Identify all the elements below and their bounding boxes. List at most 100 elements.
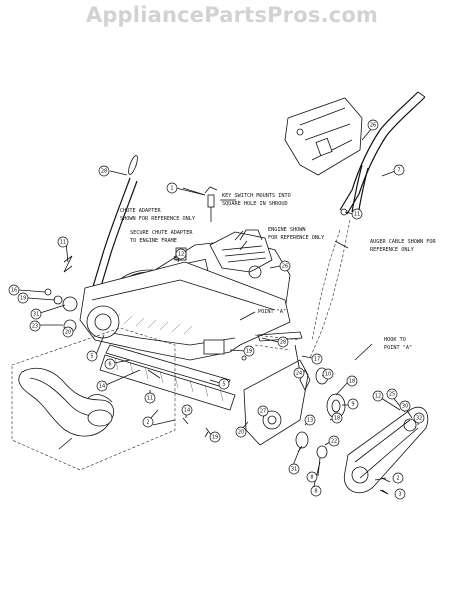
callout-circle: [98, 165, 110, 177]
callout-number: 28: [280, 339, 286, 345]
note-hook-line1: HOOK TO: [384, 337, 406, 343]
callout-number: 22: [331, 438, 337, 444]
callout-circle: [347, 398, 359, 410]
callout-circle: [29, 320, 41, 332]
reference-outline: [11, 229, 341, 471]
callout-number: 32: [416, 415, 422, 421]
callout-number: 6: [108, 361, 111, 367]
callout-circle: [367, 119, 379, 131]
note-point-a: POINT "A": [258, 309, 286, 315]
callout-number: 11: [147, 395, 153, 401]
note-key-switch-line2: SQUARE HOLE IN SHROUD: [222, 201, 288, 207]
callout-number: 12: [375, 393, 381, 399]
note-hook-line2: POINT "A": [384, 345, 412, 351]
lower-handle-right: [340, 164, 369, 216]
callout-number: 16: [11, 287, 17, 293]
callout-circle: [306, 471, 318, 483]
callout-circle: [311, 353, 323, 365]
callout-circle: [181, 404, 193, 416]
callout-number: 26: [370, 122, 376, 128]
note-chute-adapter-line2: SHOWN FOR REFERENCE ONLY: [120, 216, 196, 222]
callout-number: 17: [314, 356, 320, 362]
note-auger-cable-line2: REFERENCE ONLY: [370, 247, 415, 253]
callout-bubbles: 2671128112112616193123205281961724514112…: [8, 119, 425, 500]
callout-circle: [310, 485, 322, 497]
callout-number: 24: [296, 370, 302, 376]
site-watermark: AppliancePartsPros.com: [85, 3, 379, 27]
note-chute-adapter-line1: CHUTE ADAPTER: [120, 208, 161, 214]
callout-circle: [394, 488, 406, 500]
callout-number: 2: [146, 419, 149, 425]
callout-number: 14: [99, 383, 105, 389]
callout-number: 28: [101, 168, 107, 174]
callout-number: 1: [170, 185, 173, 191]
callout-circle: [175, 248, 187, 260]
callout-number: 19: [212, 434, 218, 440]
control-panel-bracket: [284, 97, 363, 176]
callout-number: 31: [33, 311, 39, 317]
callout-circle: [17, 292, 29, 304]
callout-circle: [372, 390, 384, 402]
callout-circle: [304, 414, 316, 426]
callout-circle: [62, 326, 74, 338]
callout-circle: [277, 336, 289, 348]
callout-number: 30: [402, 403, 408, 409]
callout-circle: [386, 388, 398, 400]
callout-circle: [257, 405, 269, 417]
callout-circle: [288, 463, 300, 475]
auger-blade: [18, 367, 114, 437]
callout-number: 18: [349, 378, 355, 384]
callout-circle: [322, 368, 334, 380]
callout-number: 18: [334, 415, 340, 421]
callout-number: 25: [389, 391, 395, 397]
callout-circle: [328, 435, 340, 447]
note-key-switch-line1: KEY SWITCH MOUNTS INTO: [222, 193, 291, 199]
callout-number: 12: [178, 251, 184, 257]
gear-cover: [243, 359, 309, 446]
lower-handle-left: [91, 155, 138, 294]
callout-number: 11: [354, 211, 360, 217]
callout-number: 13: [307, 417, 313, 423]
callout-number: 8: [310, 474, 313, 480]
note-engine-line1: ENGINE SHOWN: [268, 227, 305, 233]
callout-circle: [209, 431, 221, 443]
callout-circle: [331, 412, 343, 424]
callout-number: 2: [396, 475, 399, 481]
callout-number: 20: [65, 329, 71, 335]
callout-circle: [30, 308, 42, 320]
callout-number: 19: [246, 348, 252, 354]
callout-circle: [96, 380, 108, 392]
callout-circle: [293, 367, 305, 379]
callout-circle: [279, 260, 291, 272]
callout-number: 8: [314, 488, 317, 494]
note-auger-cable-line1: AUGER CABLE SHOWN FOR: [370, 239, 436, 245]
callout-number: 5: [222, 381, 225, 387]
callout-circle: [413, 412, 425, 424]
callout-circle: [86, 350, 98, 362]
callout-circle: [57, 236, 69, 248]
callout-circle: [218, 378, 230, 390]
note-secure-chute-line1: SECURE CHUTE ADAPTER: [130, 230, 193, 236]
callout-number: 23: [32, 323, 38, 329]
callout-circle: [351, 208, 363, 220]
callout-circle: [393, 164, 405, 176]
callout-circle: [142, 416, 154, 428]
callout-circle: [104, 358, 116, 370]
callout-circle: [8, 284, 20, 296]
callout-number: 3: [398, 491, 401, 497]
callout-circle: [346, 375, 358, 387]
callout-number: 7: [397, 167, 400, 173]
callout-number: 20: [238, 429, 244, 435]
callout-number: 10: [325, 371, 331, 377]
scraper-bar: [99, 344, 236, 411]
note-secure-chute-line2: TO ENGINE FRAME: [130, 238, 177, 244]
callout-number: 19: [20, 295, 26, 301]
callout-number: 11: [60, 239, 66, 245]
upper-handle: [339, 91, 426, 215]
callout-number: 31: [291, 466, 297, 472]
auger-cable: [309, 219, 351, 359]
callout-number: 27: [260, 408, 266, 414]
callout-circle: [392, 472, 404, 484]
callout-circle: [144, 392, 156, 404]
